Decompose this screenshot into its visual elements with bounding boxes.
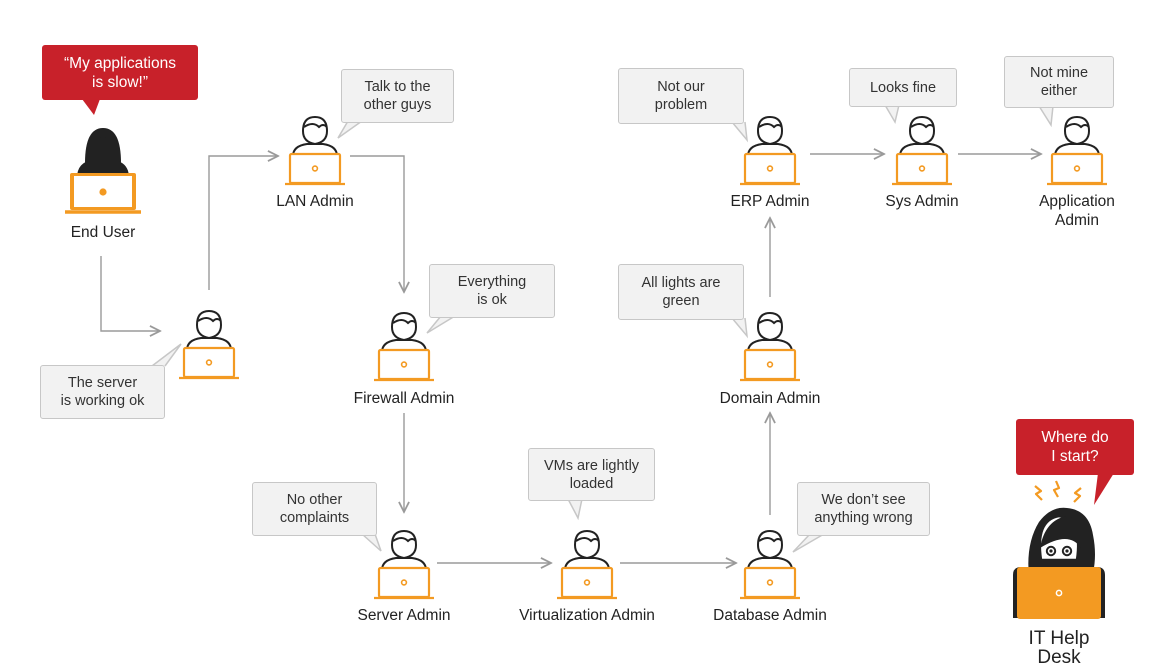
virtualization-admin-label: Virtualization Admin [519,607,655,624]
sys-admin-bubble: Looks fine [849,68,957,107]
tail-application [1038,105,1054,128]
erp-admin-label: ERP Admin [730,193,810,210]
firewall-admin-label: Firewall Admin [353,390,455,407]
arrow-lan-to-firewall [350,155,404,292]
tail-firewall [426,315,456,334]
tail-lan [337,120,363,139]
firewall-admin-bubble: Everything is ok [429,264,555,318]
lan-admin-label: LAN Admin [276,193,354,210]
admin-figure-lan [285,115,345,186]
it-help-desk-bubble: Where do I start? [1016,419,1134,475]
admin-figure-server [374,529,434,600]
domain-admin-label: Domain Admin [719,390,821,407]
admin-figures [179,115,1107,600]
tail-erp [731,121,749,143]
flow-arrows [100,154,1041,563]
end-user-icon [65,128,141,214]
database-admin-label: Database Admin [713,607,827,624]
server-admin-bubble: No other complaints [252,482,377,536]
tail-sys [884,104,900,124]
tail-database [792,533,825,553]
server-admin-label: Server Admin [357,607,451,624]
it-help-desk-label: IT Help Desk [1028,628,1090,668]
help-desk-person-icon [1013,507,1105,619]
sys-admin-label: Sys Admin [885,193,959,210]
end-user-label: End User [70,224,136,241]
bubble-tails [82,99,1114,553]
tail-virtualization [567,498,583,521]
application-admin-bubble: Not mine either [1004,56,1114,108]
tail-domain [731,317,749,339]
alert-spark-icon [1034,480,1082,503]
admin-figure-virtualization [557,529,617,600]
tail-unlabeled-admin [151,343,182,367]
admin-figure-unlabeled [179,309,239,380]
arrow-admin-to-lan [208,156,278,290]
arrow-enduser-to-admin [100,256,160,331]
admin-figure-application [1047,115,1107,186]
admin-figure-firewall [374,311,434,382]
admin-figure-erp [740,115,800,186]
tail-end-user [82,99,100,115]
database-admin-bubble: We don’t see anything wrong [797,482,930,536]
tail-help-desk [1094,473,1114,505]
tail-server [361,533,382,552]
end-user-bubble: “My applications is slow!” [42,45,198,100]
lan-admin-bubble: Talk to the other guys [341,69,454,123]
erp-admin-bubble: Not our problem [618,68,744,124]
admin-figure-sys [892,115,952,186]
domain-admin-bubble: All lights are green [618,264,744,320]
admin-figure-database [740,529,800,600]
admin-figure-domain [740,311,800,382]
virtualization-admin-bubble: VMs are lightly loaded [528,448,655,501]
application-admin-label: Application Admin [1039,193,1115,229]
unlabeled-admin-bubble: The server is working ok [40,365,165,419]
